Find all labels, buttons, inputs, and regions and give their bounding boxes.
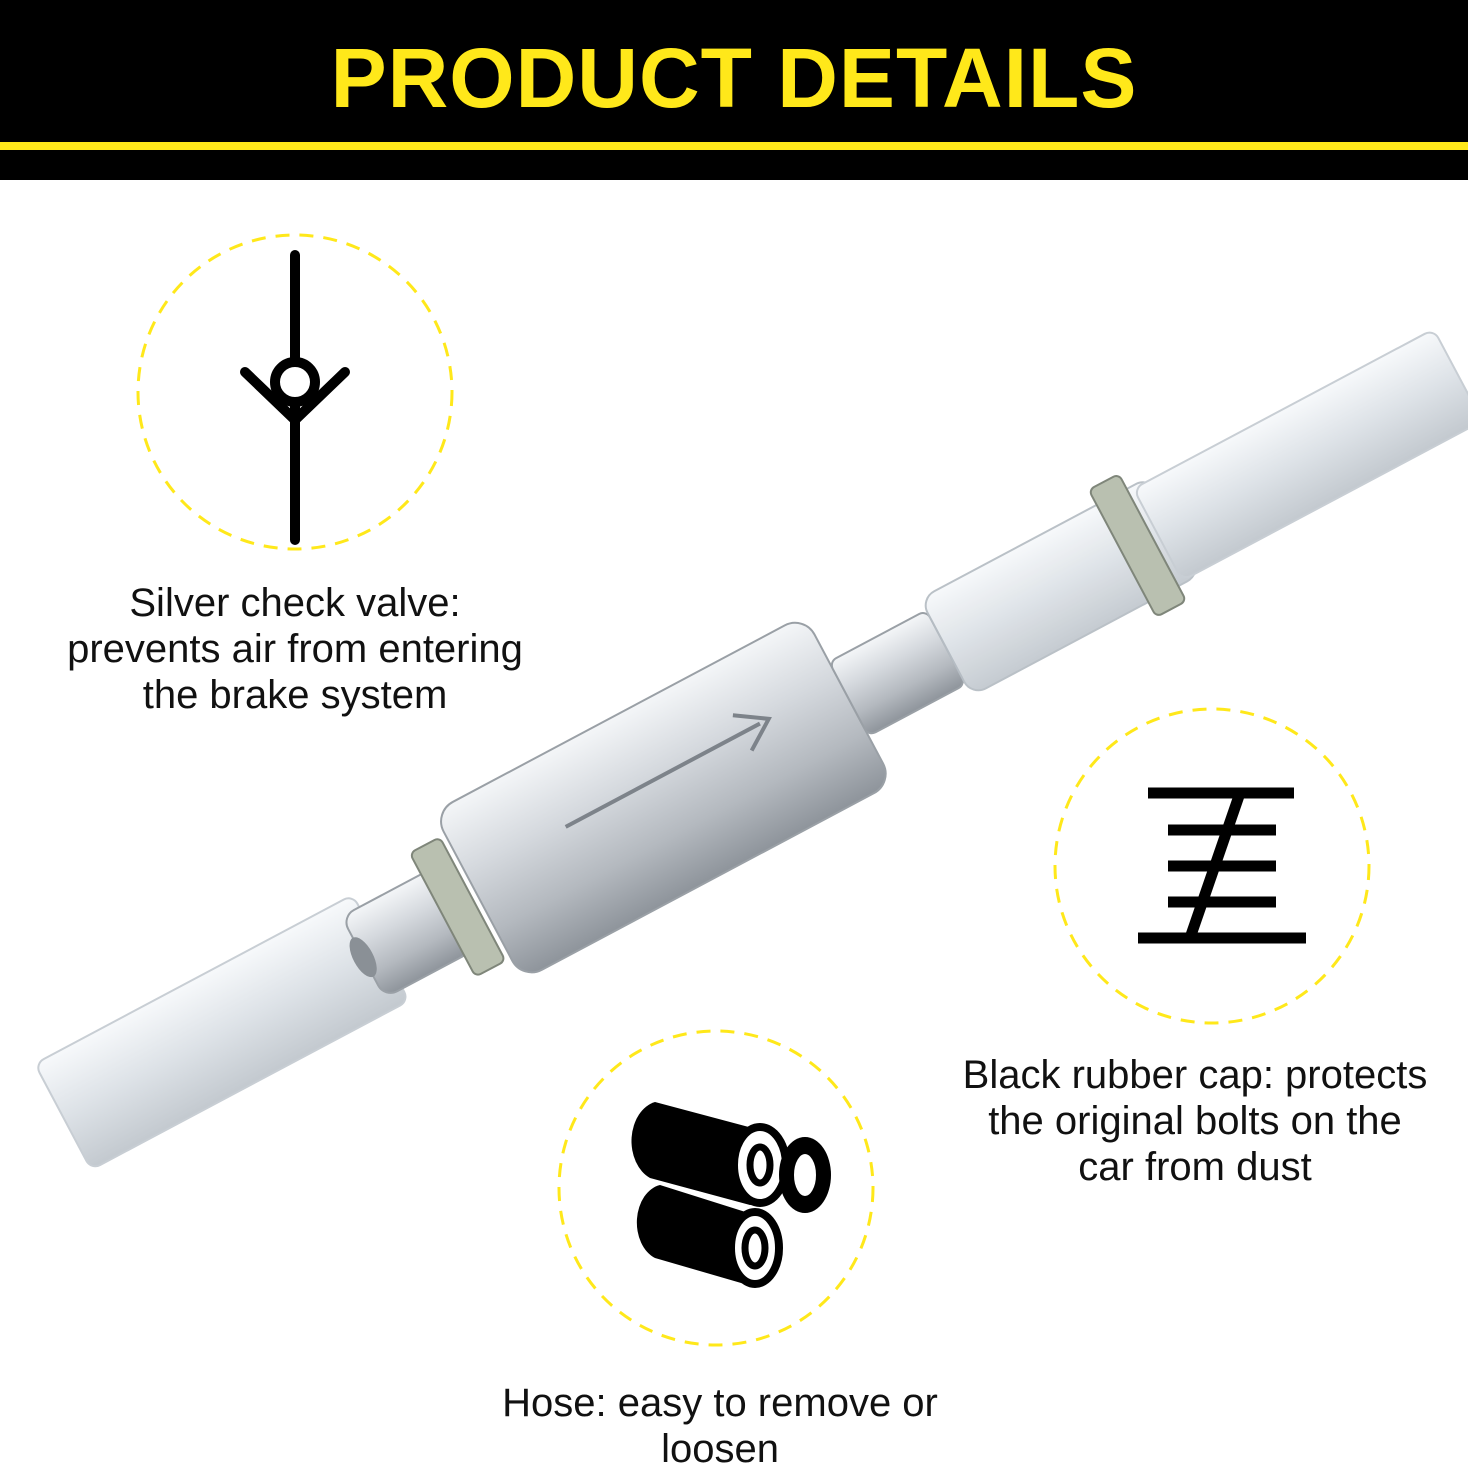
header-accent-stripe [0,142,1468,150]
hose-caption: Hose: easy to remove or loosen [420,1380,1020,1472]
caption-line: the original bolts on the [988,1099,1402,1143]
caption-line: car from dust [1078,1145,1312,1189]
check-valve-caption: Silver check valve: prevents air from en… [20,580,570,718]
fitting-opening [349,937,377,978]
flow-arrow-head [732,713,772,752]
check-valve-icon-circle [136,233,454,551]
hose-right [1135,331,1468,579]
page-title: PRODUCT DETAILS [330,31,1138,125]
caption-line: Silver check valve: [129,581,461,625]
hose-icon [631,1102,831,1288]
flow-arrow-line [564,721,761,829]
header-banner: PRODUCT DETAILS [0,0,1468,180]
caption-line: Hose: easy to remove or [502,1381,938,1425]
caption-line: prevents air from entering [67,627,523,671]
caption-line: loosen [661,1427,779,1471]
hose-icon-circle [557,1029,875,1347]
rubber-cap-icon [1138,787,1306,944]
check-valve-icon [240,250,350,545]
clamp-right [1089,475,1186,616]
caption-line: the brake system [142,673,448,717]
clamp-left [410,838,505,976]
caption-line: Black rubber cap: protects [962,1053,1428,1097]
rubber-cap-caption: Black rubber cap: protects the original … [925,1052,1465,1190]
rubber-cap-icon-circle [1053,707,1371,1025]
